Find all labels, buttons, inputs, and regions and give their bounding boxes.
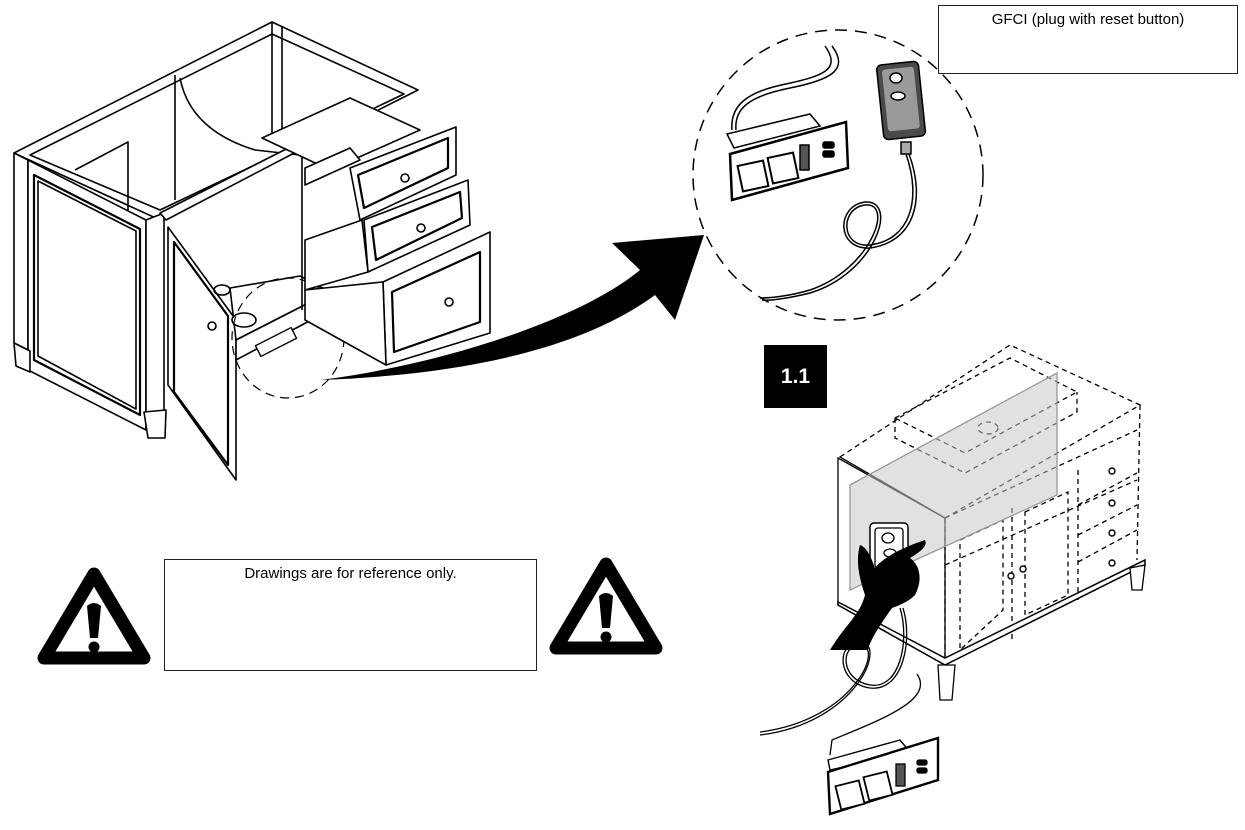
outlet-socket [862, 770, 894, 802]
drawer-knob [400, 173, 410, 183]
reference-note-box: Drawings are for reference only. [164, 559, 537, 671]
drawer-knob [1108, 467, 1116, 475]
step-number-badge: 1.1 [764, 345, 827, 408]
shelf-outlet [254, 326, 298, 358]
cabinet-door-open [167, 226, 237, 481]
usb-port [916, 759, 928, 766]
drawer-knob [1108, 499, 1116, 507]
cabinet-top-frame [13, 21, 419, 221]
door-panel-right [1024, 490, 1069, 617]
warning-triangle-icon [37, 567, 151, 665]
usb-port [822, 141, 835, 149]
cabinet-leg [1129, 564, 1146, 591]
door-knob [1007, 572, 1015, 580]
cabinet-left-panel [13, 152, 29, 351]
drawer-knob [444, 297, 454, 307]
warning-triangle-icon [549, 557, 663, 655]
detail-magnified-circle [692, 29, 984, 321]
vanity-install-illustration [759, 344, 1146, 816]
gfci-detail-illustration [692, 29, 984, 321]
hand-icon [830, 540, 926, 650]
gfci-test-button [889, 72, 903, 84]
cabinet-front-post [145, 212, 165, 431]
outlet-switch [799, 144, 810, 171]
power-cord [759, 607, 905, 733]
gfci-reset-button [890, 91, 906, 101]
power-cord [735, 45, 840, 131]
outlet-socket [766, 151, 800, 185]
door-knob [207, 321, 217, 331]
outlet-socket [736, 159, 770, 193]
cabinet-leg [937, 664, 956, 701]
door-panel-left [959, 518, 1004, 652]
door-knob [1019, 565, 1027, 573]
outlet-socket [834, 779, 866, 811]
drawer-knob [1108, 559, 1116, 567]
gfci-label-text: GFCI (plug with reset button) [991, 11, 1185, 28]
step-number-text: 1.1 [780, 364, 811, 388]
reference-note-text: Drawings are for reference only. [244, 565, 457, 582]
outlet-switch [895, 763, 906, 787]
drawer-top [349, 126, 457, 221]
vanity-cabinet-open-illustration [13, 21, 491, 481]
drawer-knob [1108, 529, 1116, 537]
usb-port [822, 150, 835, 158]
curved-arrow-icon [320, 235, 704, 380]
cabinet-leg [143, 409, 167, 439]
drawer-knob [416, 223, 426, 233]
cabinet-leg [13, 342, 31, 373]
usb-port [916, 767, 928, 774]
gfci-label-box: GFCI (plug with reset button) [938, 5, 1238, 74]
